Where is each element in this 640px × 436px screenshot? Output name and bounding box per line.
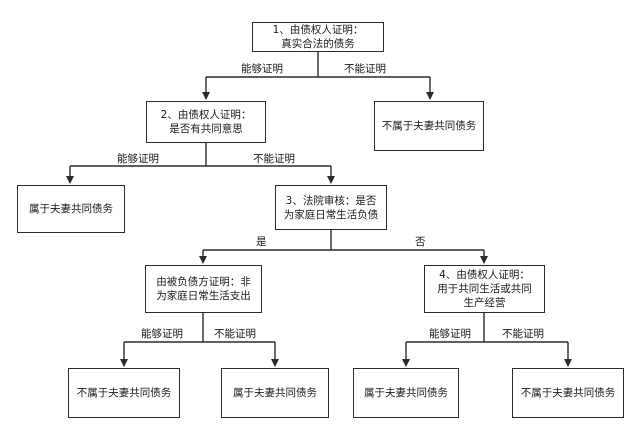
- node-leaf-joint-b: 属于夫妻共同债务: [221, 368, 329, 418]
- node-q1-debt-legitimacy: 1、由债权人证明： 真实合法的债务: [252, 22, 384, 52]
- edge-label-q4-can: 能够证明: [428, 328, 472, 340]
- edge-label-q3-no: 否: [414, 236, 427, 248]
- node-q1-text: 1、由债权人证明： 真实合法的债务: [272, 24, 364, 50]
- node-q4-common-use: 4、由债权人证明： 用于共同生活或共同 生产经营: [424, 265, 545, 313]
- node-leaf-joint-b-text: 属于夫妻共同债务: [233, 387, 317, 399]
- node-leaf-not-joint-d-text: 不属于夫妻共同债务: [520, 387, 616, 399]
- node-q2-text: 2、由债权人证明： 是否有共同意思: [160, 109, 252, 135]
- node-not-joint-debt-1: 不属于夫妻共同债务: [374, 101, 484, 151]
- node-leaf-not-joint-d: 不属于夫妻共同债务: [512, 368, 624, 418]
- edge-label-q4-cannot: 不能证明: [501, 328, 545, 340]
- edge-label-q3-yes: 是: [255, 236, 268, 248]
- node-q4-text: 4、由债权人证明： 用于共同生活或共同 生产经营: [437, 269, 532, 309]
- node-q2-common-intent: 2、由债权人证明： 是否有共同意思: [146, 101, 266, 143]
- node-joint-debt-1: 属于夫妻共同债务: [17, 185, 125, 233]
- node-leaf-joint-c-text: 属于夫妻共同债务: [364, 387, 448, 399]
- node-leaf-not-joint-a: 不属于夫妻共同债务: [68, 368, 180, 418]
- edge-label-debtor-can: 能够证明: [140, 328, 184, 340]
- node-leaf-not-joint-a-text: 不属于夫妻共同债务: [76, 387, 172, 399]
- node-q3-text: 3、法院审核：是否 为家庭日常生活负债: [283, 194, 379, 221]
- edge-label-debtor-cannot: 不能证明: [213, 328, 257, 340]
- node-q3-court-review: 3、法院审核：是否 为家庭日常生活负债: [275, 185, 387, 230]
- node-joint-debt-1-text: 属于夫妻共同债务: [29, 203, 113, 215]
- edge-label-q1-cannot: 不能证明: [343, 63, 387, 75]
- node-debtor-proof-text: 由被负债方证明：非 为家庭日常生活支出: [156, 276, 251, 302]
- edge-label-q2-cannot: 不能证明: [252, 153, 296, 165]
- edge-label-q1-can: 能够证明: [240, 63, 284, 75]
- node-leaf-joint-c: 属于夫妻共同债务: [353, 368, 459, 418]
- edge-label-q2-can: 能够证明: [116, 153, 160, 165]
- node-debtor-proof: 由被负债方证明：非 为家庭日常生活支出: [145, 265, 262, 313]
- node-not-joint-debt-1-text: 不属于夫妻共同债务: [381, 120, 477, 132]
